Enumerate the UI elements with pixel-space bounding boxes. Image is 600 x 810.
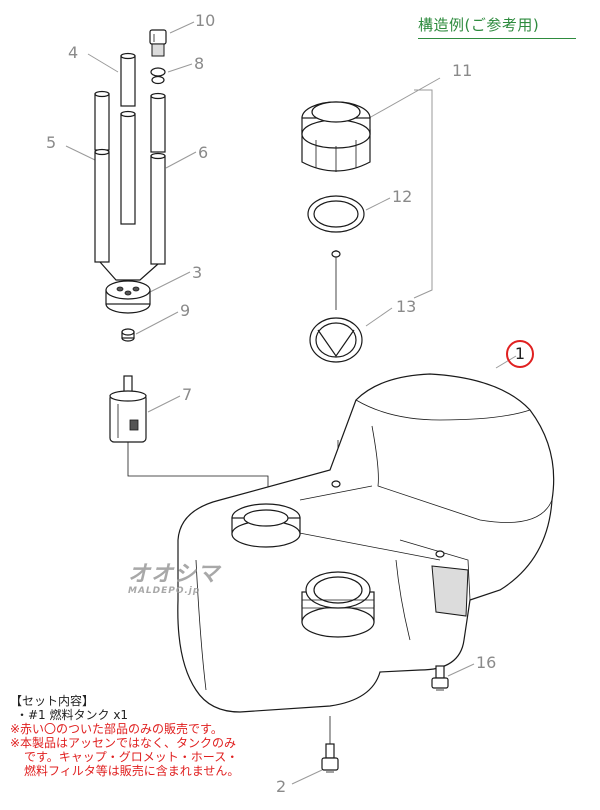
part-9-ring [121, 328, 135, 342]
set-contents-note-2c: 燃料フィルタ等は販売に含まれません。 [24, 764, 240, 778]
part-label-9: 9 [180, 301, 191, 320]
part-7-fuel-filter [109, 375, 147, 443]
part-label-13: 13 [396, 297, 417, 316]
set-contents-note-1: ※赤い〇のついた部品のみの販売です。 [10, 722, 223, 736]
watermark-logo: オオシマ MALDEPO.jp [128, 556, 248, 596]
part-10-plug [149, 29, 167, 57]
part-13-retainer [309, 250, 363, 363]
part-label-5: 5 [46, 133, 57, 152]
structure-label-underline [418, 38, 576, 39]
part-label-3: 3 [192, 263, 203, 282]
part-label-11: 11 [452, 61, 473, 80]
set-contents-title: 【セット内容】 [10, 694, 95, 708]
watermark-url-text: MALDEPO.jp [128, 586, 201, 596]
part-label-7: 7 [182, 385, 193, 404]
part-label-16: 16 [476, 653, 497, 672]
part-label-10: 10 [195, 11, 216, 30]
leader-lines [65, 21, 517, 785]
part-label-8: 8 [194, 54, 205, 73]
part-1-fuel-tank [177, 373, 555, 713]
part-8-grommet [150, 67, 166, 85]
part-3-grommet [99, 261, 159, 314]
part-label-4: 4 [68, 43, 79, 62]
part-12-o-ring [307, 195, 365, 233]
part-6-tube [150, 92, 166, 265]
part-label-2: 2 [276, 777, 287, 796]
selected-part-badge: 1 [506, 340, 534, 368]
part-label-12: 12 [392, 187, 413, 206]
watermark-logo-text: オオシマ [128, 562, 221, 587]
part-2-bolt [321, 743, 339, 773]
set-contents-item: ・#1 燃料タンク x1 [16, 708, 129, 722]
part-5-tube [94, 90, 110, 263]
part-label-6: 6 [198, 143, 209, 162]
set-contents-note-2b: です。キャップ・グロメット・ホース・ [24, 750, 239, 764]
part-11-fuel-cap [301, 101, 371, 172]
part-16-bolt [431, 665, 449, 691]
set-contents-note-2a: ※本製品はアッセンではなく、タンクのみ [10, 736, 237, 750]
set-contents-panel: 【セット内容】 ・#1 燃料タンク x1 ※赤い〇のついた部品のみの販売です。 … [10, 694, 330, 778]
part-4-tube [120, 52, 136, 225]
structure-example-label: 構造例(ご参考用) [418, 16, 540, 34]
